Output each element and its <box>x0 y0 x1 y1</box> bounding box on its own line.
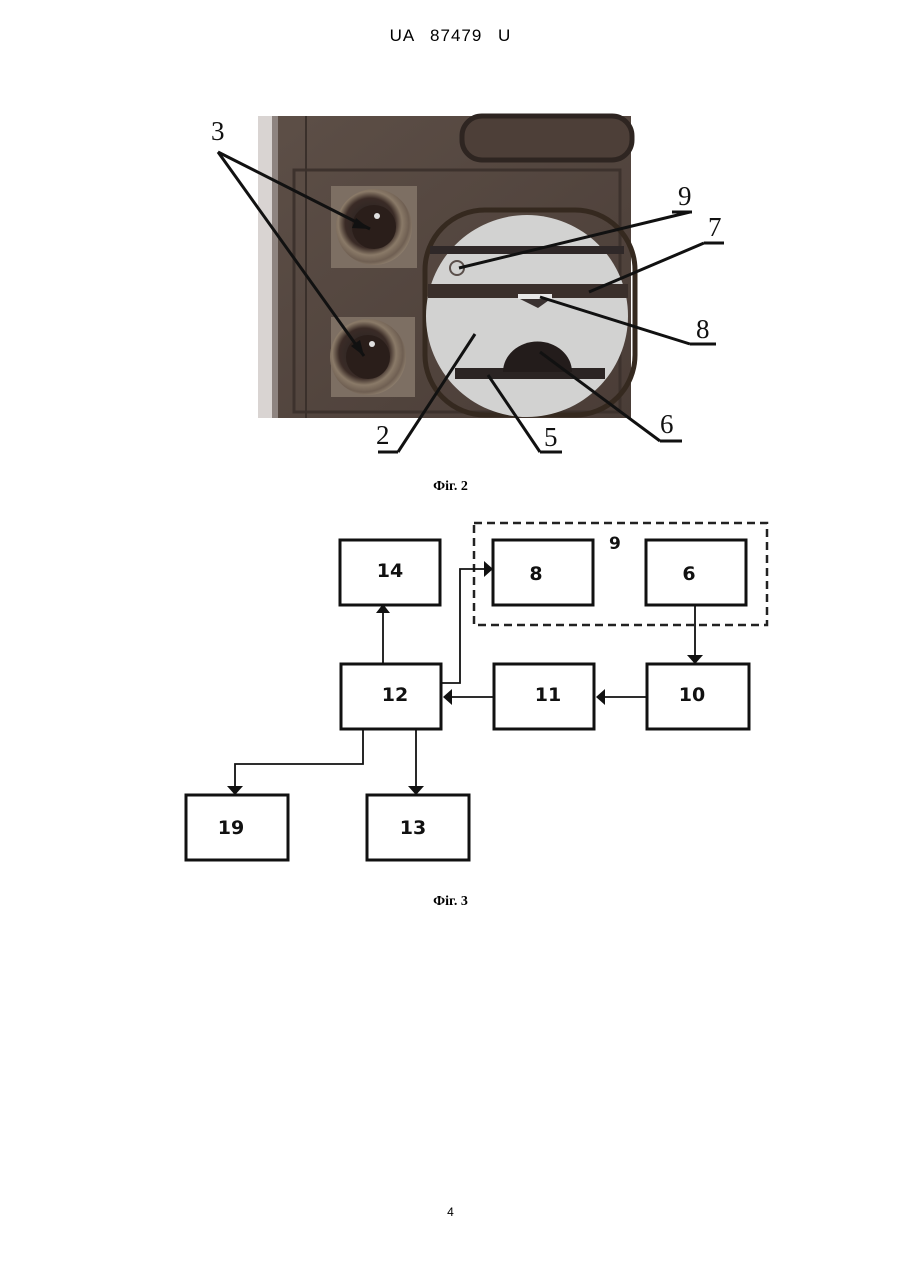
callout-7: 7 <box>708 212 722 242</box>
figure-3-caption: Фіг. 3 <box>0 894 901 910</box>
callout-6: 6 <box>660 409 674 439</box>
callout-5: 5 <box>544 422 558 452</box>
callout-8: 8 <box>696 314 710 344</box>
callout-9: 9 <box>678 181 692 211</box>
figure-2-caption: Фіг. 2 <box>0 479 901 495</box>
callout-3: 3 <box>211 116 225 146</box>
callout-2: 2 <box>376 420 390 450</box>
page-number: 4 <box>0 1205 901 1219</box>
device-photo <box>258 116 635 418</box>
